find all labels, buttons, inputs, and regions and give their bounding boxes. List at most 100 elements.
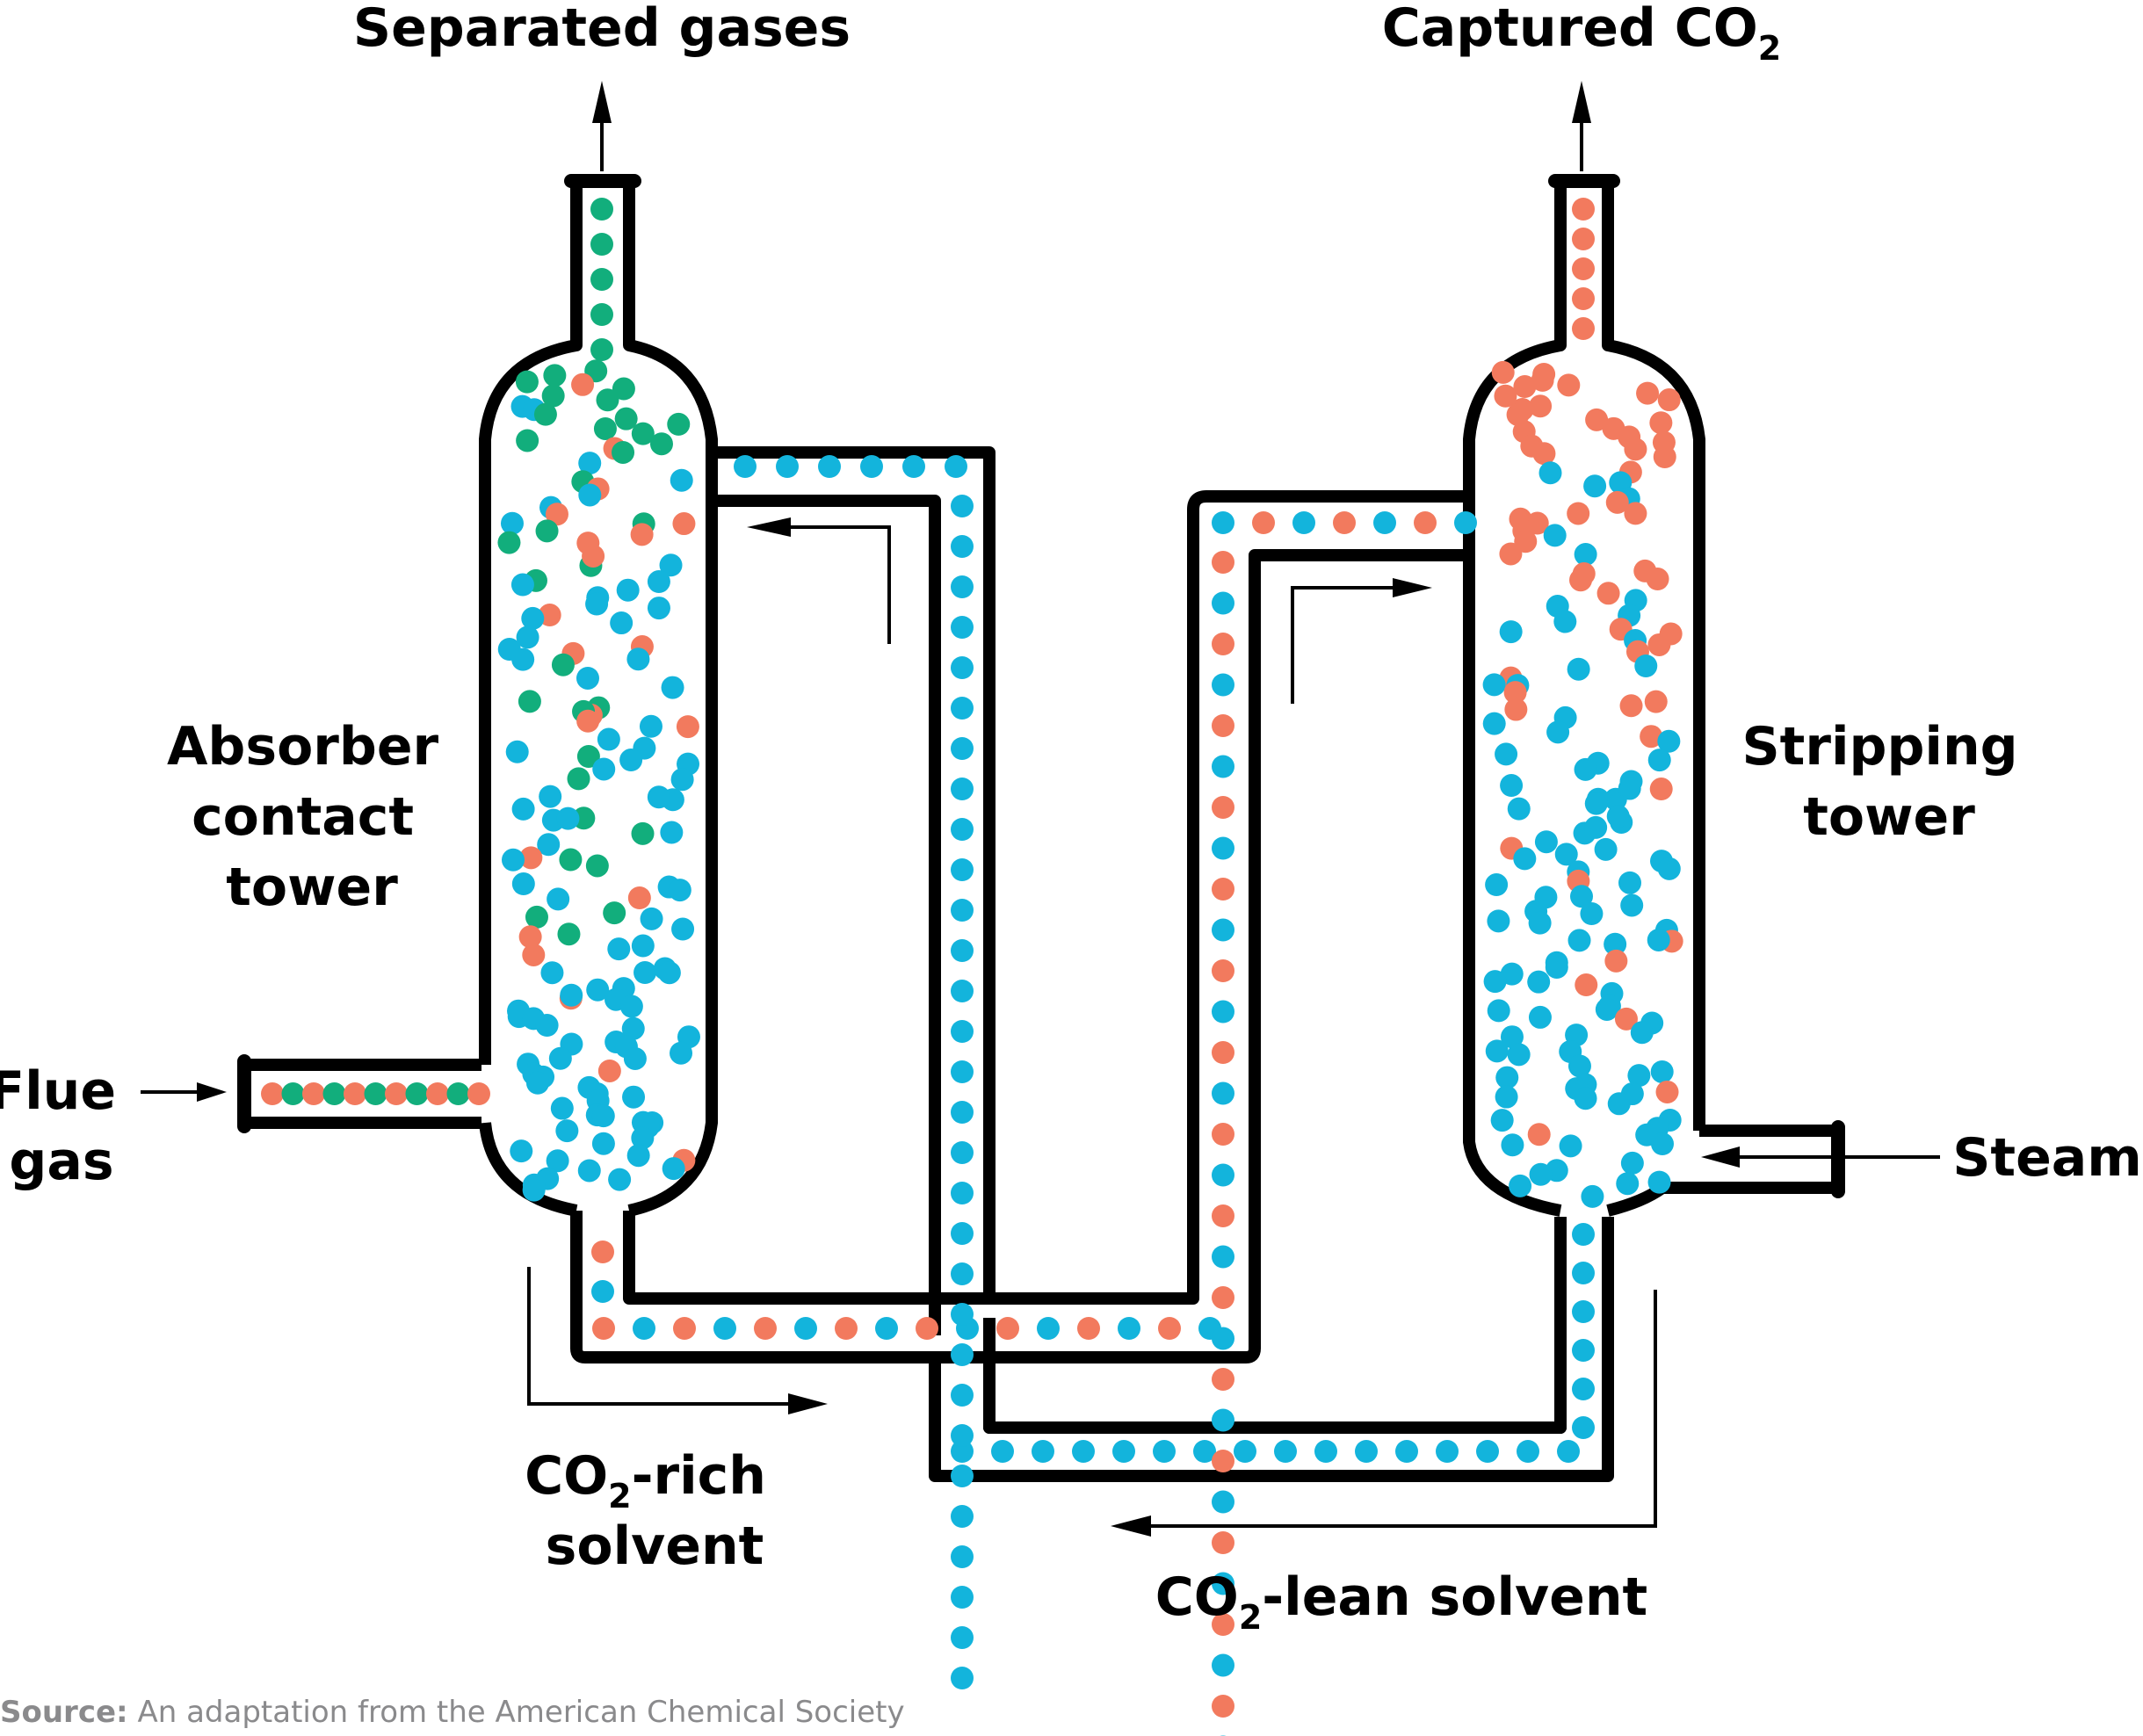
lean-solvent-molecule bbox=[951, 1343, 974, 1366]
absorber-molecule bbox=[559, 848, 583, 872]
lean-solvent-molecule bbox=[951, 1424, 974, 1447]
stripper-molecule bbox=[1499, 620, 1523, 644]
stripper-molecule bbox=[1624, 502, 1647, 525]
lean-solvent-molecule bbox=[951, 616, 974, 639]
stripper-molecule bbox=[1503, 681, 1527, 705]
lean-solvent-molecule bbox=[902, 455, 925, 478]
absorber-molecule bbox=[557, 922, 581, 946]
flue-gas-molecule bbox=[322, 1082, 346, 1105]
absorber-molecule bbox=[556, 807, 580, 830]
absorber-molecule bbox=[577, 1159, 601, 1183]
lean-solvent-molecule bbox=[951, 980, 974, 1002]
rich-solvent-molecule bbox=[1212, 551, 1234, 574]
captured-co2-molecule bbox=[1572, 198, 1595, 221]
lean-solvent-molecule bbox=[1072, 1440, 1095, 1463]
stripper-molecule bbox=[1618, 777, 1641, 800]
lean-solvent-molecule bbox=[951, 575, 974, 598]
absorber-molecule bbox=[596, 388, 619, 412]
stripper-molecule bbox=[1647, 633, 1671, 656]
absorber-molecule bbox=[597, 1059, 621, 1082]
absorber-molecule bbox=[659, 553, 683, 577]
absorber-molecule bbox=[518, 925, 542, 949]
separated-gases-arrow bbox=[592, 81, 612, 171]
stripper-molecule bbox=[1487, 999, 1510, 1023]
source-credit: Source: An adaptation from the American … bbox=[0, 1695, 905, 1730]
absorber-molecule bbox=[671, 917, 695, 941]
lean-solvent-molecule bbox=[1557, 1440, 1580, 1463]
absorber-molecule bbox=[505, 740, 529, 763]
absorber-molecule bbox=[501, 848, 525, 872]
lean-solvent-molecule bbox=[951, 1262, 974, 1285]
stripper-molecule bbox=[1594, 837, 1618, 861]
stripper-molecule bbox=[1605, 490, 1629, 514]
absorber-molecule bbox=[578, 483, 602, 507]
lean-solvent-molecule bbox=[1476, 1440, 1499, 1463]
stripper-molecule bbox=[1624, 438, 1647, 461]
absorber-molecule bbox=[626, 647, 650, 671]
absorber-molecule bbox=[621, 1016, 645, 1040]
absorber-molecule bbox=[647, 597, 670, 620]
absorber-molecule bbox=[619, 749, 643, 772]
absorber-molecule bbox=[576, 709, 600, 733]
stripper-molecule bbox=[1596, 582, 1620, 605]
rich-solvent-molecule bbox=[916, 1317, 938, 1340]
absorber-molecule bbox=[670, 1041, 693, 1065]
rich-solvent-molecule bbox=[1212, 1081, 1234, 1105]
stripper-molecule bbox=[1649, 778, 1673, 801]
lean-solvent-molecule bbox=[1572, 1223, 1595, 1246]
absorber-molecule bbox=[627, 886, 651, 910]
stripper-molecule bbox=[1490, 1109, 1514, 1132]
stripper-molecule bbox=[1585, 408, 1609, 431]
stripper-molecule bbox=[1557, 373, 1581, 397]
stripper-molecule bbox=[1507, 797, 1531, 821]
absorber-molecule bbox=[631, 422, 655, 445]
lean-solvent-molecule bbox=[951, 818, 974, 841]
rich-solvent-molecule bbox=[1212, 1368, 1234, 1391]
outlet-gas-molecule bbox=[590, 338, 613, 361]
absorber-molecule bbox=[591, 1104, 615, 1128]
lean-solvent-molecule bbox=[734, 455, 757, 478]
stripper-molecule bbox=[1653, 445, 1676, 469]
lean-solvent-molecule bbox=[945, 455, 967, 478]
absorber-molecule bbox=[633, 961, 657, 985]
absorber-molecule bbox=[623, 1046, 647, 1070]
lean-solvent-molecule bbox=[1395, 1440, 1418, 1463]
stripper-molecule bbox=[1569, 885, 1593, 908]
lean-solvent-molecule bbox=[951, 1303, 974, 1326]
lean-solvent-molecule bbox=[951, 1384, 974, 1407]
stripper-molecule bbox=[1504, 698, 1528, 721]
rich-solvent-molecule bbox=[1212, 714, 1234, 737]
stripper-molecule bbox=[1501, 1133, 1524, 1157]
stripper-molecule bbox=[1584, 792, 1608, 815]
lean-solvent-molecule bbox=[951, 1545, 974, 1568]
outlet-gas-molecule bbox=[590, 198, 613, 221]
rich-solvent-molecule bbox=[1212, 1245, 1234, 1269]
rich-solvent-molecule bbox=[1373, 511, 1396, 534]
lean-solvent-molecule bbox=[1572, 1262, 1595, 1284]
rich-solvent-molecule bbox=[1212, 1450, 1234, 1472]
absorber-molecule bbox=[540, 961, 564, 985]
lean-solvent-pipe bbox=[714, 446, 1614, 1482]
rich-solvent-molecule bbox=[1212, 1490, 1234, 1514]
absorber-tower bbox=[479, 174, 718, 1217]
absorber-molecule bbox=[612, 377, 635, 401]
lean-solvent-molecule bbox=[991, 1440, 1014, 1463]
absorber-molecule bbox=[614, 407, 638, 430]
absorber-molecule bbox=[546, 1149, 569, 1173]
absorber-molecule bbox=[585, 592, 609, 616]
rich-solvent-molecule bbox=[1212, 1204, 1234, 1227]
stripper-molecule bbox=[1532, 442, 1556, 466]
stripper-molecule bbox=[1644, 690, 1668, 713]
rich-solvent-flow-arrow bbox=[527, 1267, 828, 1414]
stripper-molecule bbox=[1509, 1174, 1532, 1197]
rich-solvent-molecule bbox=[673, 1317, 696, 1340]
absorber-molecule bbox=[571, 373, 595, 396]
stripper-molecule bbox=[1595, 997, 1618, 1021]
lean-solvent-molecule bbox=[951, 858, 974, 881]
stripper-molecule bbox=[1581, 1184, 1604, 1208]
absorber-molecule bbox=[510, 1139, 533, 1163]
lean-solvent-molecule bbox=[951, 656, 974, 679]
captured-co2-molecule bbox=[1572, 317, 1595, 340]
lean-solvent-molecule bbox=[1572, 1300, 1595, 1323]
rich-solvent-molecule bbox=[1037, 1317, 1060, 1340]
